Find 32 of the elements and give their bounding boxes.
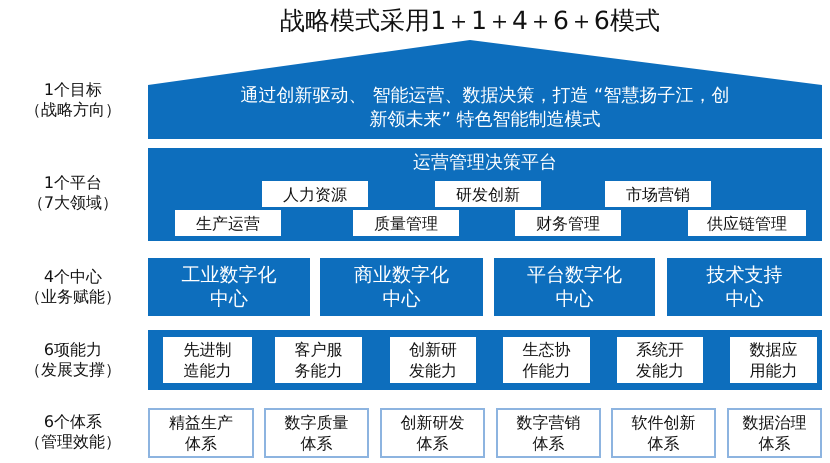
system-box: 数字营销体系 — [496, 408, 601, 458]
tier-label: 6项能力（发展支撑） — [24, 339, 122, 381]
tier-label: 6个体系（管理效能） — [24, 411, 122, 453]
domain-box: 先进制造能力 — [163, 337, 252, 383]
system-box: 数据治理体系 — [727, 408, 822, 458]
system-box: 软件创新体系 — [611, 408, 716, 458]
band-background — [148, 330, 822, 390]
domain-box: 系统开发能力 — [617, 337, 703, 383]
domain-box: 数据应用能力 — [730, 337, 817, 383]
platform-band: 运营管理决策平台 人力资源 研发创新 市场营销 生产运营 质量管理 财务管理 供应链管理 — [148, 148, 822, 241]
domain-box: 研发创新 — [435, 181, 541, 207]
domain-box: 供应链管理 — [688, 210, 806, 236]
center-box: 技术支持中心 — [667, 258, 822, 316]
roof-banner: 通过创新驱动、 智能运营、数据决策，打造 “智慧扬子江，创新领未来” 特色智能制造模式 — [148, 40, 822, 139]
domain-box: 财务管理 — [515, 210, 621, 236]
center-box: 商业数字化中心 — [320, 258, 483, 316]
domain-box: 质量管理 — [353, 210, 459, 236]
domain-box: 生态协作能力 — [503, 337, 590, 383]
center-box: 工业数字化中心 — [148, 258, 310, 316]
center-box: 平台数字化中心 — [494, 258, 655, 316]
domain-box: 创新研发能力 — [390, 337, 476, 383]
domain-box: 客户服务能力 — [275, 337, 362, 383]
system-box: 数字质量体系 — [264, 408, 369, 458]
domain-box: 市场营销 — [605, 181, 711, 207]
tier-label: 1个目标（战略方向） — [24, 79, 122, 121]
domain-box: 人力资源 — [262, 181, 368, 207]
diagram-title: 战略模式采用1＋1＋4＋6＋6模式 — [279, 4, 661, 36]
system-box: 创新研发体系 — [380, 408, 485, 458]
domain-box: 生产运营 — [175, 210, 281, 236]
tier-label: 1个平台（7大领域） — [26, 172, 120, 214]
system-box: 精益生产体系 — [148, 408, 254, 458]
tier-label: 4个中心（业务赋能） — [24, 266, 122, 308]
